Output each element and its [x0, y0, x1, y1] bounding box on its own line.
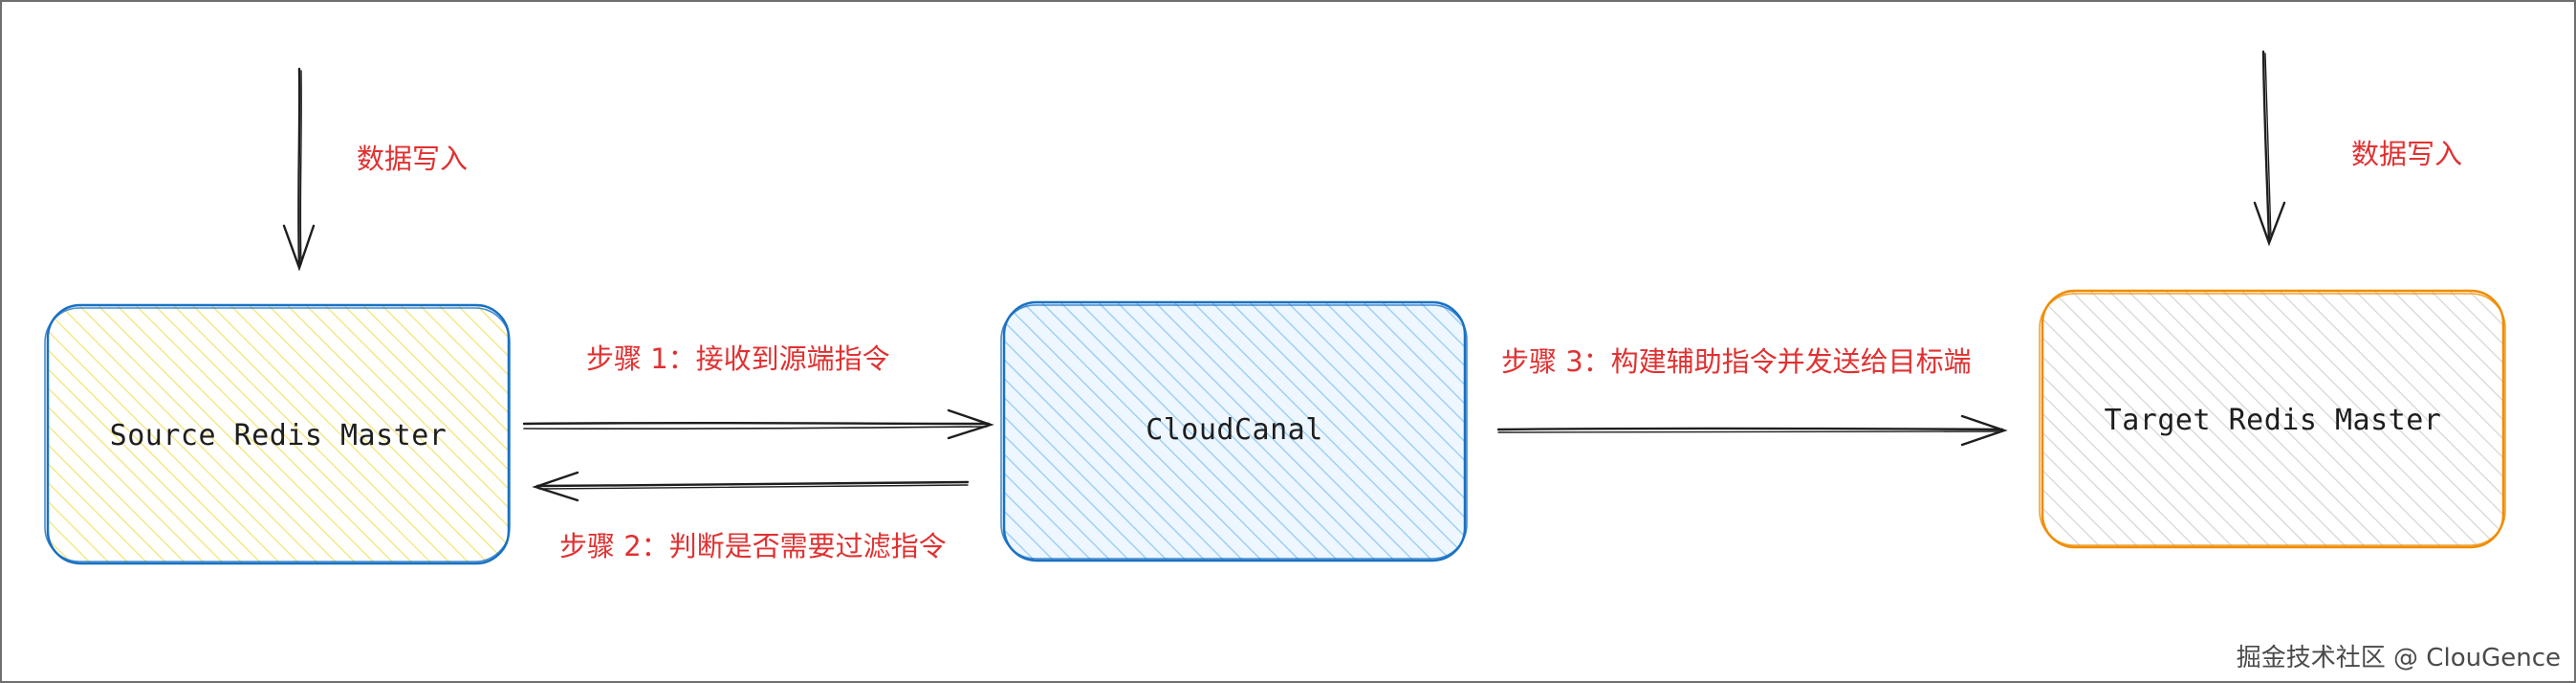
cloudcanal-node-box-sketch	[1000, 304, 1468, 560]
cloudcanal-node-label: CloudCanal	[1146, 413, 1323, 447]
source-node-box-sketch	[44, 307, 511, 562]
target-node-label: Target Redis Master	[2105, 404, 2442, 437]
source-node-box	[46, 303, 511, 565]
step1-arrow	[522, 408, 994, 440]
step1-label: 步骤 1：接收到源端指令	[586, 342, 890, 375]
write-label-source: 数据写入	[357, 143, 468, 175]
watermark: 掘金技术社区 @ ClouGence	[2236, 644, 2561, 672]
target-node-box	[2041, 289, 2505, 549]
step2-arrow	[532, 471, 970, 502]
cloudcanal-node: CloudCanal	[1000, 300, 1468, 562]
source-node-label: Source Redis Master	[110, 419, 448, 452]
source-redis-master-node: Source Redis Master	[44, 303, 511, 565]
step2-label: 步骤 2：判断是否需要过滤指令	[559, 530, 947, 562]
cloudcanal-node-box	[1002, 300, 1467, 562]
step3-arrow	[1496, 414, 2008, 447]
write-arrow-source	[282, 67, 316, 272]
target-node-box-sketch	[2039, 293, 2506, 546]
write-arrow-target	[2253, 50, 2286, 247]
step3-label: 步骤 3：构建辅助指令并发送给目标端	[1501, 345, 1972, 378]
write-label-target: 数据写入	[2351, 138, 2462, 170]
target-redis-master-node: Target Redis Master	[2039, 289, 2506, 549]
